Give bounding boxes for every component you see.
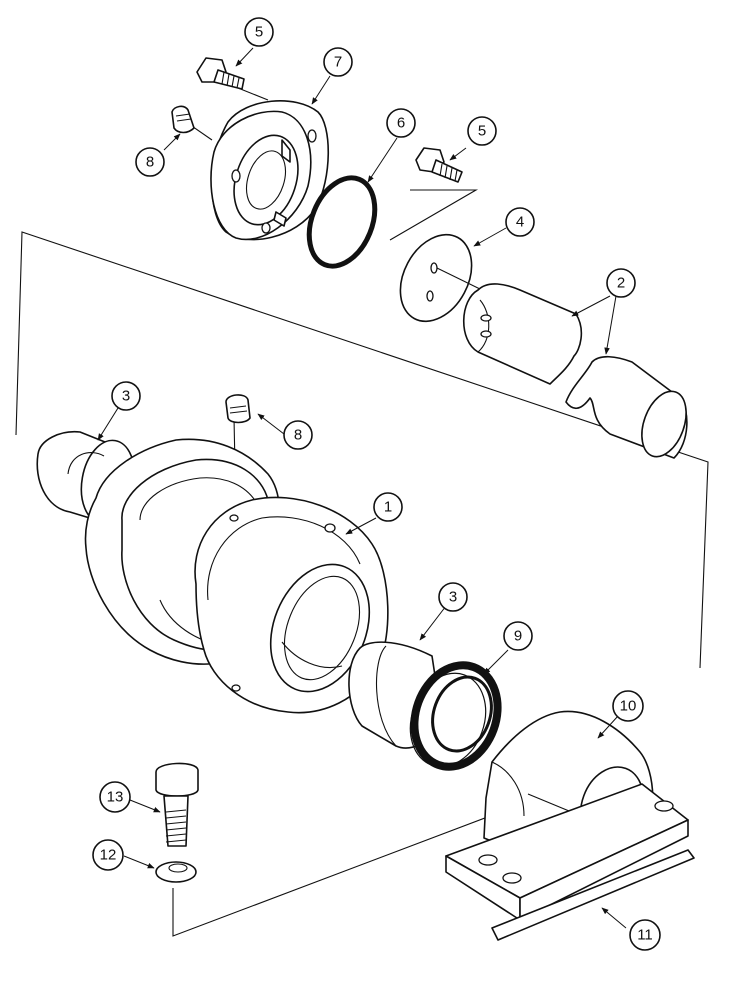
svg-text:11: 11 bbox=[637, 927, 653, 944]
plug-upper bbox=[171, 105, 195, 134]
capscrew-upper bbox=[196, 57, 245, 90]
svg-text:5: 5 bbox=[478, 123, 486, 140]
callout-3-right: 3 bbox=[438, 582, 468, 612]
callout-1: 1 bbox=[373, 492, 403, 522]
callout-5-lower: 5 bbox=[467, 116, 497, 146]
callout-10: 10 bbox=[612, 690, 644, 722]
svg-text:5: 5 bbox=[255, 24, 263, 41]
svg-text:2: 2 bbox=[617, 275, 625, 292]
washer bbox=[155, 861, 197, 883]
svg-text:6: 6 bbox=[397, 115, 405, 132]
svg-text:9: 9 bbox=[514, 628, 522, 645]
plug-lower bbox=[225, 394, 251, 424]
callout-8-lower: 8 bbox=[283, 420, 313, 450]
svg-text:3: 3 bbox=[449, 589, 457, 606]
svg-text:1: 1 bbox=[384, 499, 392, 516]
svg-text:3: 3 bbox=[122, 388, 130, 405]
svg-text:12: 12 bbox=[100, 847, 117, 864]
callout-9: 9 bbox=[503, 621, 533, 651]
svg-text:8: 8 bbox=[146, 154, 154, 171]
mounting-bolt bbox=[155, 762, 199, 847]
capscrew-lower bbox=[415, 147, 463, 183]
callout-13: 13 bbox=[99, 781, 131, 813]
roller-body bbox=[84, 438, 389, 714]
svg-text:13: 13 bbox=[107, 789, 124, 806]
callout-8-upper: 8 bbox=[135, 147, 165, 177]
leader-arrows bbox=[97, 47, 627, 929]
callout-11: 11 bbox=[629, 919, 661, 951]
svg-text:10: 10 bbox=[620, 698, 637, 715]
callout-6: 6 bbox=[386, 108, 416, 138]
callout-7: 7 bbox=[323, 47, 353, 77]
callout-4: 4 bbox=[505, 207, 535, 237]
retainer bbox=[210, 100, 330, 241]
o-ring bbox=[306, 175, 378, 269]
shaft bbox=[462, 283, 688, 459]
svg-text:8: 8 bbox=[294, 427, 302, 444]
callout-3-left: 3 bbox=[111, 381, 141, 411]
thrust-plate bbox=[399, 233, 483, 323]
base-plate bbox=[445, 783, 695, 941]
svg-text:7: 7 bbox=[334, 54, 342, 71]
callout-12: 12 bbox=[92, 839, 124, 871]
callout-2: 2 bbox=[606, 268, 636, 298]
seal bbox=[409, 661, 502, 771]
svg-text:4: 4 bbox=[516, 214, 524, 231]
callout-5-upper: 5 bbox=[244, 17, 274, 47]
